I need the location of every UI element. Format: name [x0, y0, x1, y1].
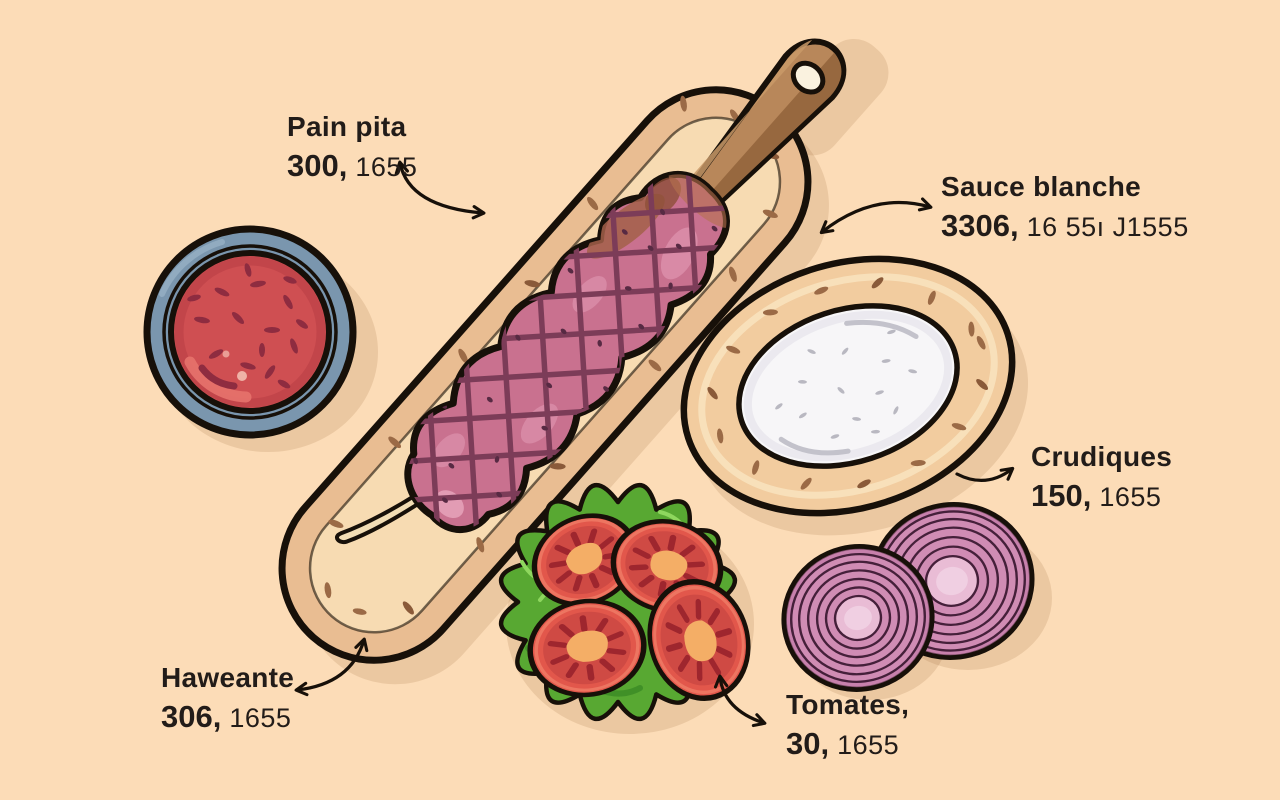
- pita-seeds: [707, 277, 989, 490]
- onion-slices: [781, 502, 1035, 692]
- label-pain-pita-title: Pain pita: [287, 111, 407, 142]
- label-sauce-blanche-values: 3306,16 55ı J1555: [941, 208, 1189, 244]
- label-crudiques: Crudiques 150,1655: [1031, 441, 1172, 514]
- sauce-bowl: [143, 225, 357, 439]
- label-pain-pita: Pain pita 300,1655: [287, 111, 417, 184]
- arrow-tomates: [713, 674, 767, 728]
- arrow-pain-pita: [394, 160, 486, 220]
- sauce-flecks: [187, 263, 308, 390]
- label-pain-pita-values: 300,1655: [287, 148, 418, 184]
- tomato-slice: [527, 598, 647, 698]
- label-tomates-title: Tomates,: [786, 689, 910, 720]
- label-tomates-values: 30,1655: [786, 726, 900, 762]
- label-haweante: Haweante 306,1655: [161, 662, 294, 735]
- label-haweante-title: Haweante: [161, 662, 295, 693]
- label-tomates: Tomates, 30,1655: [786, 689, 909, 762]
- arrow-sauce-blanche: [819, 197, 933, 235]
- label-haweante-values: 306,1655: [161, 699, 292, 735]
- annotation-arrows: [294, 160, 1015, 728]
- skewer-handle-hole: [790, 60, 826, 95]
- kebab-skewer-on-bread: [278, 38, 847, 664]
- arrow-haweante: [294, 637, 369, 697]
- onion-slice: [781, 544, 935, 692]
- arrow-crudiques: [955, 466, 1015, 482]
- label-crudiques-title: Crudiques: [1031, 441, 1173, 472]
- label-crudiques-values: 150,1655: [1031, 478, 1162, 514]
- onion-slice: [869, 502, 1035, 660]
- label-sauce-blanche: Sauce blanche 3306,16 55ı J1555: [941, 171, 1189, 244]
- white-sauce-pita: [680, 255, 1016, 517]
- tomato-slice: [531, 513, 639, 607]
- label-sauce-blanche-title: Sauce blanche: [941, 171, 1141, 202]
- tomato-lettuce: [498, 482, 751, 722]
- white-sauce: [736, 303, 960, 469]
